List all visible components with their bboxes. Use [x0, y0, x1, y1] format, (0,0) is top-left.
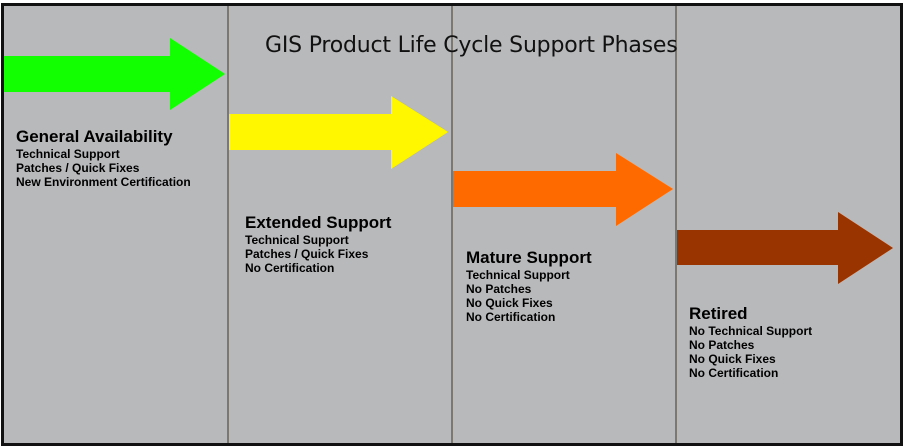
phase-item: New Environment Certification: [16, 175, 191, 189]
phase-divider-1: [227, 6, 229, 443]
phase-extended-support: Extended Support Technical Support Patch…: [245, 213, 391, 275]
general-availability-arrow-icon: [4, 38, 225, 110]
phase-heading: Retired: [689, 304, 748, 323]
phase-item: No Patches: [689, 338, 755, 352]
phase-heading: General Availability: [16, 127, 173, 146]
phase-item: No Quick Fixes: [466, 296, 553, 310]
phase-item: No Quick Fixes: [689, 352, 776, 366]
phase-item: Technical Support: [245, 233, 349, 247]
retired-arrow-icon: [677, 212, 893, 284]
phase-item: Patches / Quick Fixes: [245, 247, 369, 261]
extended-support-arrow-icon: [229, 96, 448, 169]
phase-item: No Certification: [245, 261, 335, 275]
phase-item: No Certification: [689, 366, 779, 380]
mature-support-arrow-icon: [453, 153, 673, 226]
phase-divider-3: [675, 6, 677, 443]
phase-divider-2: [451, 6, 453, 443]
phase-general-availability: General Availability Technical Support P…: [16, 127, 191, 189]
phase-item: No Technical Support: [689, 324, 813, 338]
phase-mature-support: Mature Support Technical Support No Patc…: [466, 248, 592, 324]
diagram-title: GIS Product Life Cycle Support Phases: [265, 33, 678, 58]
phase-item: Technical Support: [466, 268, 570, 282]
phase-retired: Retired No Technical Support No Patches …: [689, 304, 812, 380]
phase-item: Patches / Quick Fixes: [16, 161, 140, 175]
phase-item: No Patches: [466, 282, 532, 296]
phase-heading: Extended Support: [245, 213, 392, 232]
phase-item: Technical Support: [16, 147, 120, 161]
phase-heading: Mature Support: [466, 248, 592, 267]
phase-item: No Certification: [466, 310, 556, 324]
